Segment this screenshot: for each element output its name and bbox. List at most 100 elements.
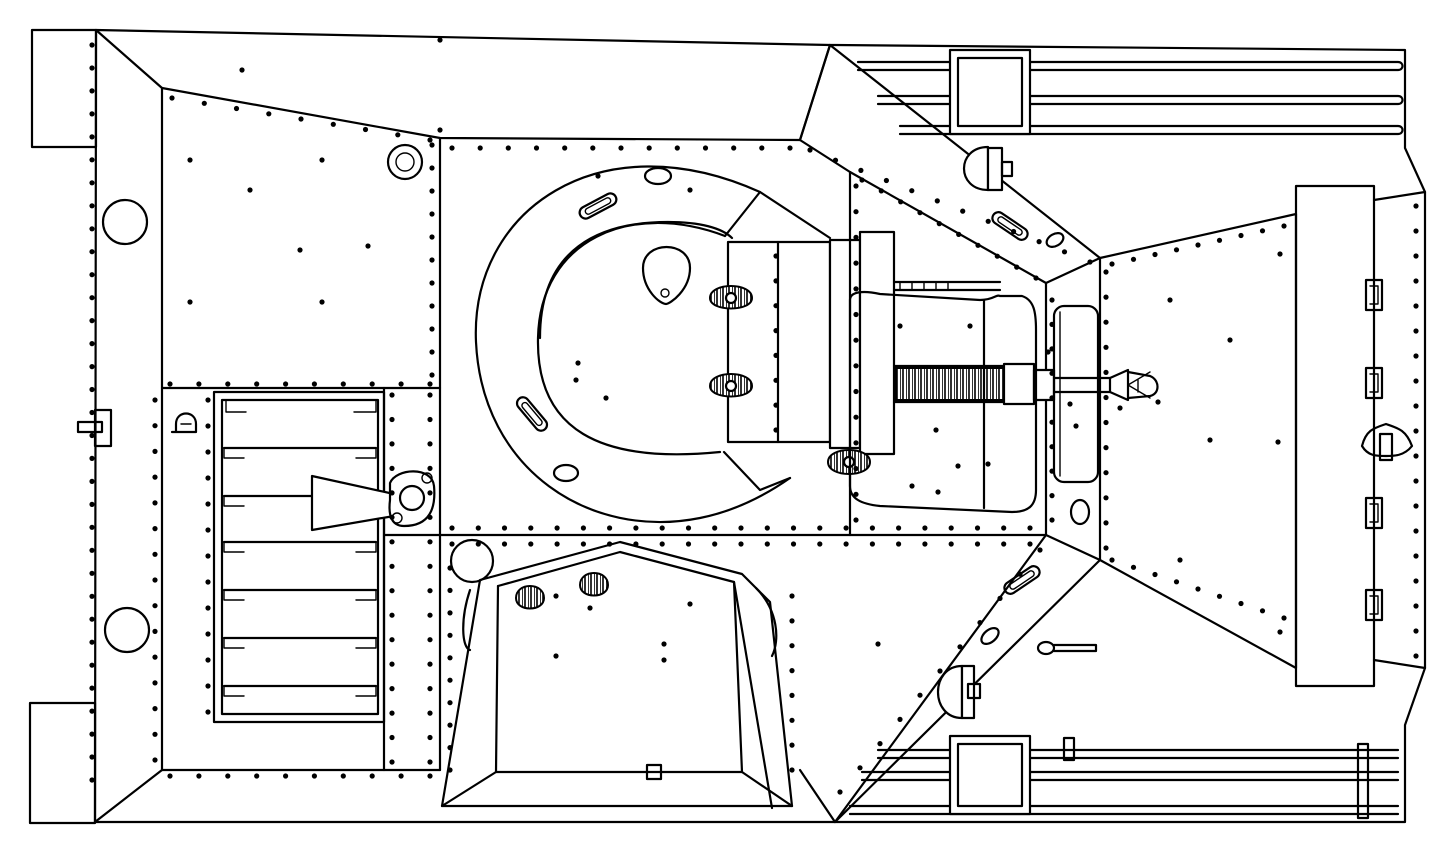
rivet — [1103, 394, 1109, 401]
rivet — [1045, 349, 1051, 355]
rivet — [937, 668, 943, 674]
rivet — [1277, 629, 1283, 635]
rivet — [233, 105, 240, 112]
rivet — [787, 145, 793, 151]
rivet — [449, 145, 455, 151]
rivet — [853, 234, 859, 240]
rivet — [427, 661, 433, 667]
rivet — [449, 541, 455, 547]
rivet — [1103, 419, 1109, 426]
rivet — [1238, 600, 1244, 607]
rivet — [389, 539, 395, 545]
front-tow-eye — [1360, 422, 1414, 458]
rivet — [859, 177, 865, 183]
rivet — [1061, 249, 1068, 255]
rivet — [427, 588, 433, 594]
rivet — [152, 474, 158, 480]
rivet — [853, 440, 859, 446]
rivet — [389, 759, 395, 765]
rivet — [389, 588, 395, 594]
rivet — [152, 757, 158, 763]
rivet — [447, 767, 453, 773]
rivet — [437, 127, 443, 133]
rivet — [789, 767, 795, 773]
rivet — [427, 441, 433, 447]
rivet — [909, 188, 915, 194]
rivet — [773, 402, 779, 408]
turret-area — [438, 43, 1159, 824]
rivet — [967, 323, 973, 329]
rivet — [1413, 303, 1419, 309]
rivet — [89, 295, 95, 301]
hull-port-bottom — [980, 626, 1000, 646]
rivet — [447, 565, 453, 571]
rivet — [89, 318, 95, 324]
rivet — [1152, 251, 1158, 258]
rivet — [1087, 259, 1093, 265]
rivet — [89, 432, 95, 439]
rivet — [427, 563, 433, 569]
rivet — [429, 211, 435, 217]
rivet — [89, 134, 95, 140]
cover-hinge-4 — [1364, 588, 1384, 622]
rivet — [89, 708, 95, 714]
rivet — [89, 478, 95, 484]
rivet — [89, 593, 95, 599]
rivet — [340, 773, 346, 779]
rivet — [832, 157, 839, 163]
rivet — [1103, 369, 1109, 375]
bottom-stowage-box — [948, 734, 1032, 816]
rivet — [985, 461, 991, 467]
exhaust-clamp — [170, 412, 198, 434]
rivet — [205, 631, 211, 637]
rivet — [1413, 378, 1419, 384]
rivet — [1049, 419, 1055, 425]
rivet — [477, 145, 483, 151]
rivet — [1049, 346, 1055, 352]
rivet — [89, 42, 95, 48]
rivet — [687, 601, 693, 607]
rivet — [1167, 297, 1173, 303]
rivet — [1275, 439, 1281, 445]
rivet — [933, 427, 939, 433]
rivet — [89, 777, 95, 783]
rear-left-fender — [30, 28, 98, 149]
rivet — [1130, 564, 1137, 570]
rivet — [447, 700, 453, 706]
rivet — [395, 132, 401, 138]
rivet — [853, 260, 859, 266]
rivet — [1281, 615, 1287, 621]
gun-barrel — [892, 280, 1159, 406]
rivet — [152, 448, 158, 454]
turret-ring-outer — [474, 165, 792, 523]
rivet — [702, 145, 709, 151]
rivet — [528, 541, 534, 547]
rivet — [738, 541, 744, 547]
rivet — [389, 392, 395, 398]
rivet — [429, 188, 435, 194]
rivet — [298, 116, 304, 122]
rivet — [247, 187, 253, 193]
rivet — [554, 541, 560, 547]
rivet — [759, 145, 765, 151]
gun-travel-lock — [310, 470, 436, 532]
rivet — [89, 501, 95, 507]
rivet — [553, 653, 559, 659]
filler-cap — [386, 143, 424, 181]
rivet — [1073, 423, 1079, 429]
rivet — [975, 242, 981, 248]
rivet — [1413, 328, 1419, 334]
rivet — [587, 605, 593, 611]
rivet — [330, 121, 336, 127]
rivet — [429, 234, 435, 240]
rivet — [948, 541, 954, 547]
rivet — [389, 637, 395, 643]
bow-plates — [1069, 184, 1427, 688]
rivet — [205, 579, 211, 585]
rivet — [1049, 468, 1055, 474]
top-stowage-box — [948, 48, 1032, 136]
headlight-top — [963, 145, 1014, 192]
rivet — [1103, 294, 1109, 300]
rivet — [449, 525, 455, 531]
rivet — [853, 491, 859, 497]
